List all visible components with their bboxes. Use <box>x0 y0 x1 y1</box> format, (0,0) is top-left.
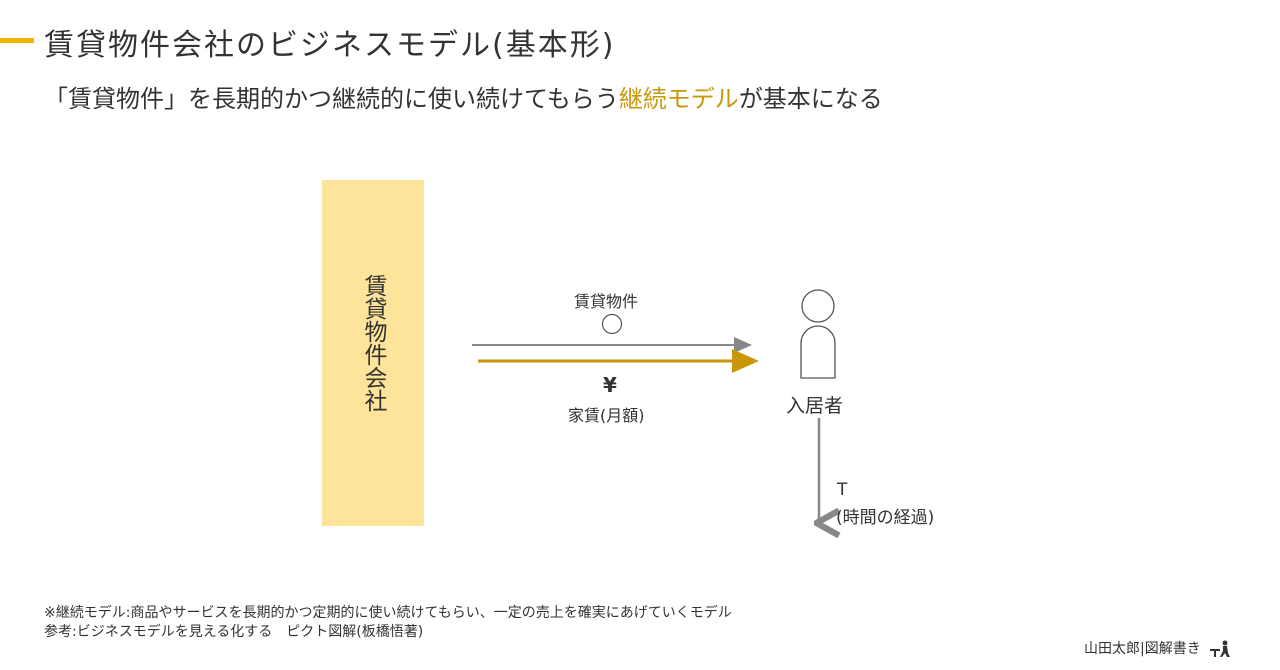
company-label: 賃貸物件会社 <box>360 274 386 412</box>
time-label: (時間の経過) <box>836 508 935 528</box>
payment-label: 家賃(月額) <box>568 406 645 425</box>
company-box: 賃貸物件会社 <box>322 180 424 526</box>
page-subtitle: 「賃貸物件」を長期的かつ継続的に使い続けてもらう継続モデルが基本になる <box>44 79 883 114</box>
presenter-icon <box>1210 640 1231 657</box>
subtitle-text-end: が基本になる <box>738 85 883 113</box>
author-text: 山田太郎|図解書き <box>1084 641 1201 657</box>
page-title: 賃貸物件会社のビジネスモデル(基本形) <box>44 28 616 63</box>
product-circle-icon <box>601 313 623 335</box>
subtitle-highlight: 継続モデル <box>618 85 739 113</box>
footnote: ※継続モデル:商品やサービスを長期的かつ定期的に使い続けてもらい、一定の売上を確… <box>44 605 732 621</box>
time-t-label: T <box>837 480 848 500</box>
yen-icon: ¥ <box>603 373 617 397</box>
customer-label: 入居者 <box>786 395 844 417</box>
product-label: 賃貸物件 <box>574 292 639 311</box>
title-accent-bar <box>0 38 34 43</box>
person-icon <box>800 289 836 379</box>
author-credit: 山田太郎|図解書き <box>1084 638 1231 658</box>
reference: 参考:ビジネスモデルを見える化する ピクト図解(板橋悟著) <box>44 624 424 640</box>
subtitle-text: 「賃貸物件」を長期的かつ継続的に使い続けてもらう <box>44 85 619 113</box>
